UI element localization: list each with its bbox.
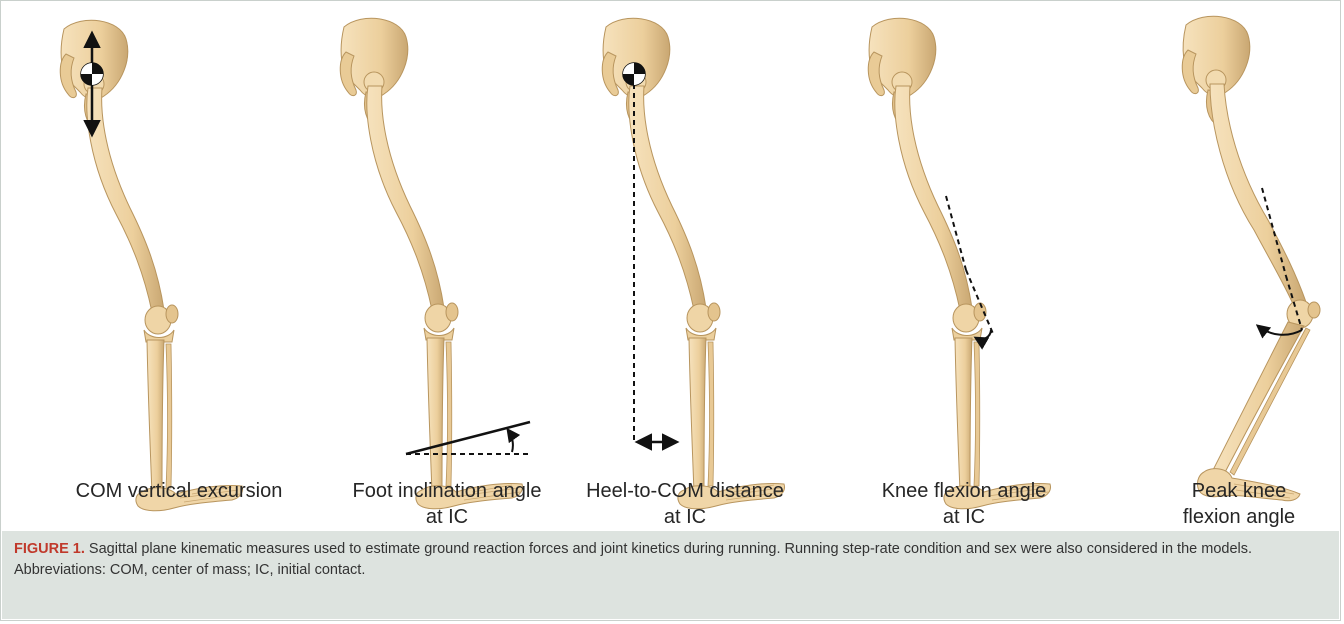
caption-text: Sagittal plane kinematic measures used t…	[14, 541, 1252, 578]
panel-label-4: Knee flexion angle at IC	[849, 478, 1079, 530]
panel-label-1: COM vertical excursion	[64, 478, 294, 504]
panel-label-3: Heel-to-COM distance at IC	[570, 478, 800, 530]
panel-label-2: Foot inclination angle at IC	[332, 478, 562, 530]
panel-label-5: Peak knee flexion angle	[1124, 478, 1344, 530]
skeleton-panel-4	[868, 18, 1050, 509]
skeleton-panel-3	[602, 18, 784, 509]
skeleton-panel-5	[1182, 16, 1320, 500]
figure-caption: FIGURE 1. Sagittal plane kinematic measu…	[2, 531, 1339, 619]
skeleton-panel-2	[340, 18, 522, 509]
foot-angle-marker	[406, 422, 530, 454]
skeleton-panel-1	[60, 20, 242, 511]
skeleton-illustrations	[0, 0, 1344, 530]
caption-label: FIGURE 1.	[14, 541, 85, 557]
